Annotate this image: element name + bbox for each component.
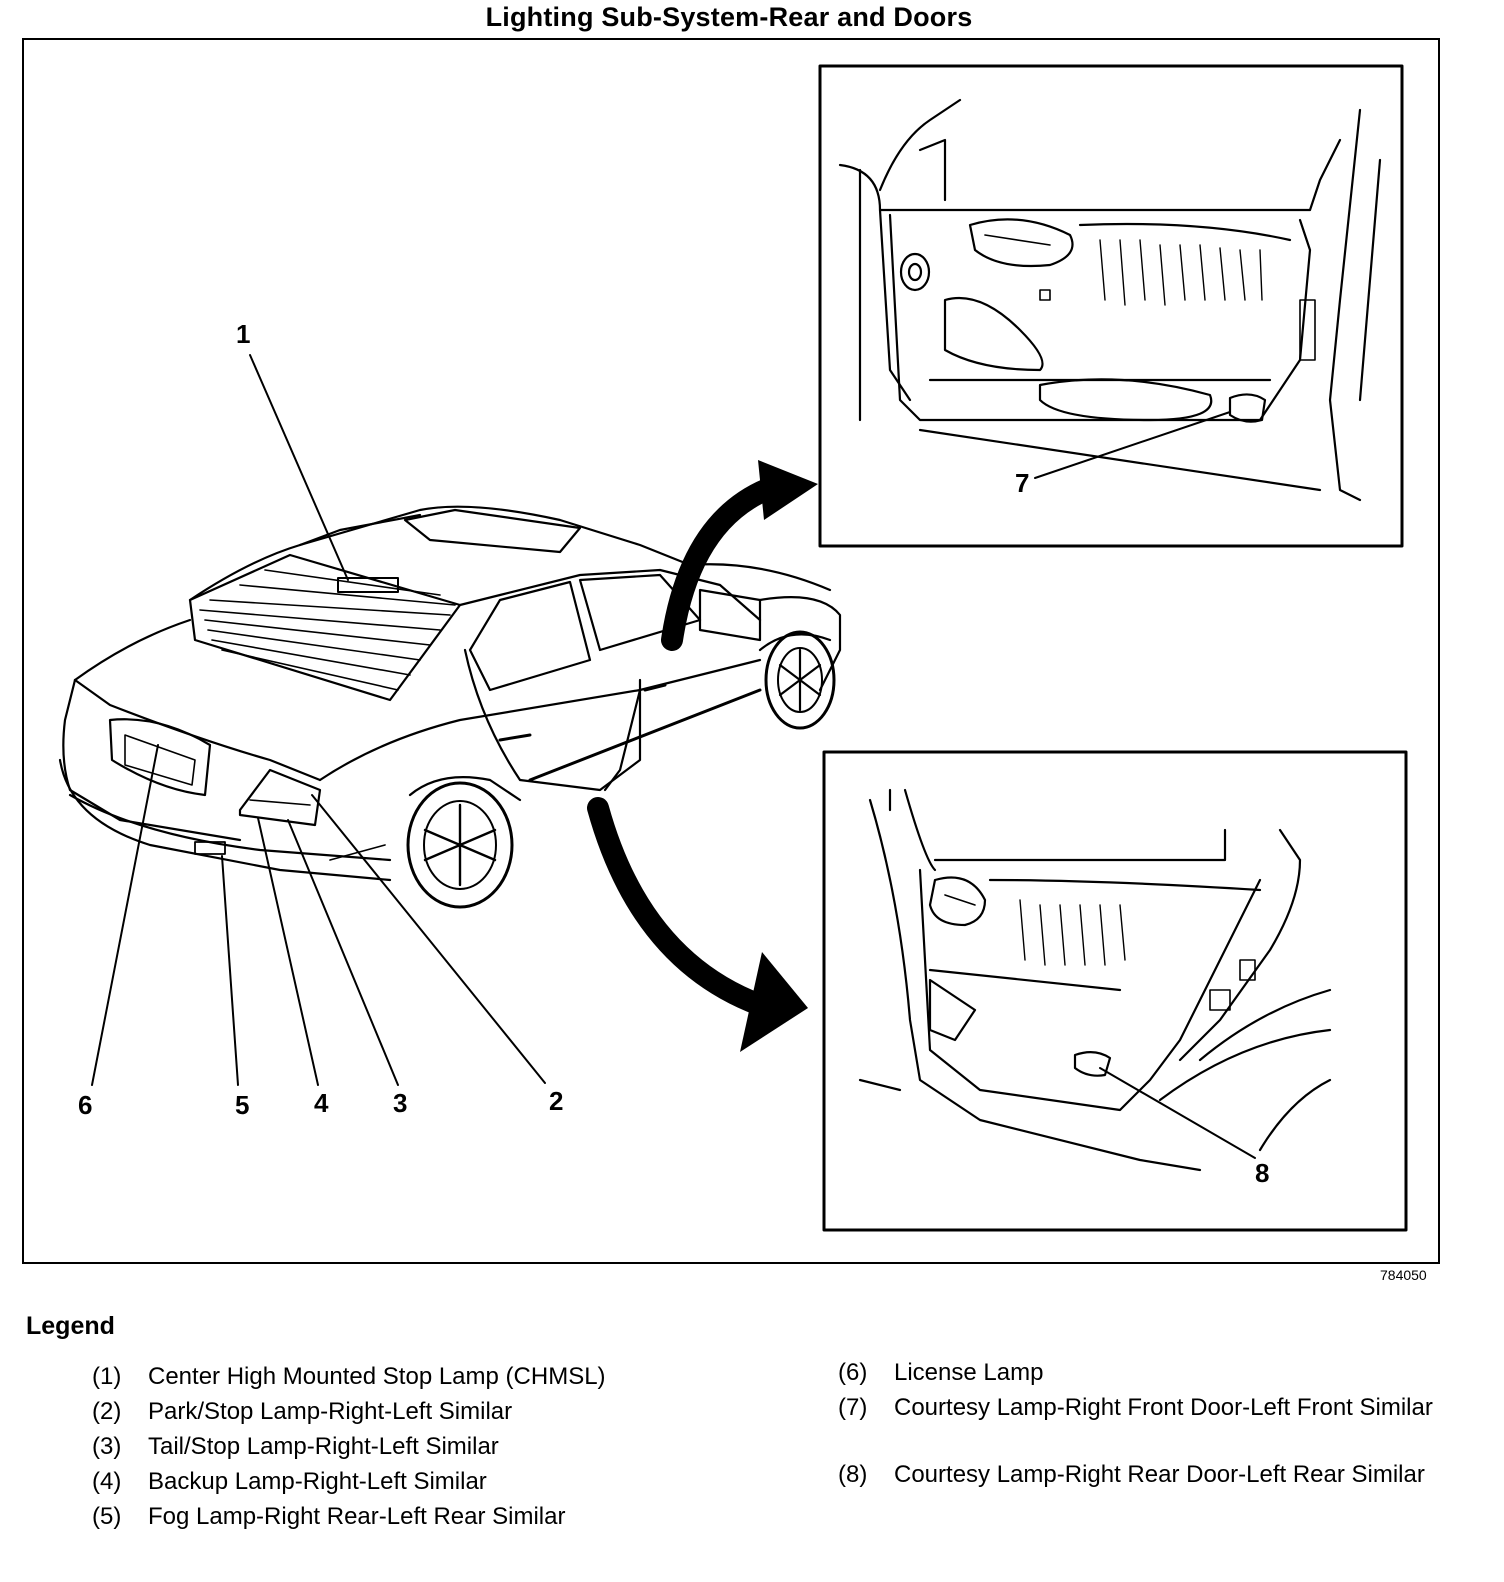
legend-heading: Legend bbox=[26, 1312, 115, 1340]
callout-4: 4 bbox=[314, 1088, 329, 1118]
legend-text: Backup Lamp-Right-Left Similar bbox=[148, 1468, 487, 1495]
legend-num: (5) bbox=[92, 1503, 122, 1530]
legend-item-7: (7) Courtesy Lamp-Right Front Door-Left … bbox=[838, 1391, 1458, 1457]
arrow-to-front-door bbox=[661, 477, 781, 651]
callout-3: 3 bbox=[393, 1088, 407, 1118]
rear-courtesy-lamp bbox=[1073, 1051, 1112, 1077]
diagram-title: Lighting Sub-System-Rear and Doors bbox=[485, 2, 973, 32]
car-rear-view bbox=[58, 505, 842, 909]
leader-5 bbox=[221, 855, 239, 1086]
chmsl-lamp bbox=[337, 577, 399, 593]
legend-num: (8) bbox=[838, 1461, 868, 1488]
legend-num: (6) bbox=[838, 1359, 868, 1386]
callout-7: 7 bbox=[1015, 468, 1029, 498]
callout-5: 5 bbox=[235, 1090, 249, 1120]
callout-1: 1 bbox=[236, 319, 250, 349]
legend-text: Courtesy Lamp-Right Rear Door-Left Rear … bbox=[894, 1461, 1425, 1488]
legend-num: (4) bbox=[92, 1468, 122, 1495]
leader-2 bbox=[311, 794, 546, 1084]
tail-lamp bbox=[238, 768, 322, 827]
rear-door-inset bbox=[822, 750, 1408, 1232]
legend-text: Tail/Stop Lamp-Right-Left Similar bbox=[148, 1433, 499, 1460]
leader-4 bbox=[257, 817, 319, 1086]
rear-door-illustration bbox=[858, 788, 1332, 1172]
legend-num: (2) bbox=[92, 1398, 122, 1425]
legend-text: Park/Stop Lamp-Right-Left Similar bbox=[148, 1398, 513, 1425]
legend-item-6: (6) License Lamp bbox=[838, 1356, 1458, 1389]
legend-text: Courtesy Lamp-Right Front Door-Left Fron… bbox=[894, 1394, 1433, 1421]
leader-1 bbox=[249, 354, 349, 581]
leader-6 bbox=[91, 744, 159, 1086]
leader-7 bbox=[1034, 411, 1231, 479]
legend-text: License Lamp bbox=[894, 1359, 1044, 1386]
legend-text: Center High Mounted Stop Lamp (CHMSL) bbox=[148, 1363, 606, 1390]
front-door-inset bbox=[818, 64, 1404, 548]
front-courtesy-lamp bbox=[1228, 393, 1267, 423]
legend-item-8: (8) Courtesy Lamp-Right Rear Door-Left R… bbox=[838, 1458, 1458, 1524]
callout-2: 2 bbox=[549, 1086, 563, 1116]
callout-8: 8 bbox=[1255, 1158, 1269, 1188]
callout-6: 6 bbox=[78, 1090, 92, 1120]
leader-3 bbox=[287, 819, 399, 1086]
legend-text: Fog Lamp-Right Rear-Left Rear Similar bbox=[148, 1503, 566, 1530]
legend-num: (7) bbox=[838, 1394, 868, 1421]
legend-item-4: (4) Backup Lamp-Right-Left Similar bbox=[92, 1465, 752, 1498]
legend-item-2: (2) Park/Stop Lamp-Right-Left Similar bbox=[92, 1395, 752, 1428]
front-door-illustration bbox=[838, 98, 1382, 502]
legend-item-1: (1) Center High Mounted Stop Lamp (CHMSL… bbox=[92, 1360, 752, 1393]
legend-num: (3) bbox=[92, 1433, 122, 1460]
fog-lamp bbox=[194, 841, 226, 855]
arrow-to-rear-door bbox=[587, 797, 771, 1016]
legend-item-3: (3) Tail/Stop Lamp-Right-Left Similar bbox=[92, 1430, 752, 1463]
leader-8 bbox=[1099, 1067, 1256, 1159]
legend-num: (1) bbox=[92, 1363, 122, 1390]
legend-item-5: (5) Fog Lamp-Right Rear-Left Rear Simila… bbox=[92, 1500, 752, 1533]
figure-id: 784050 bbox=[1380, 1267, 1427, 1283]
diagram-frame bbox=[22, 38, 1440, 1264]
